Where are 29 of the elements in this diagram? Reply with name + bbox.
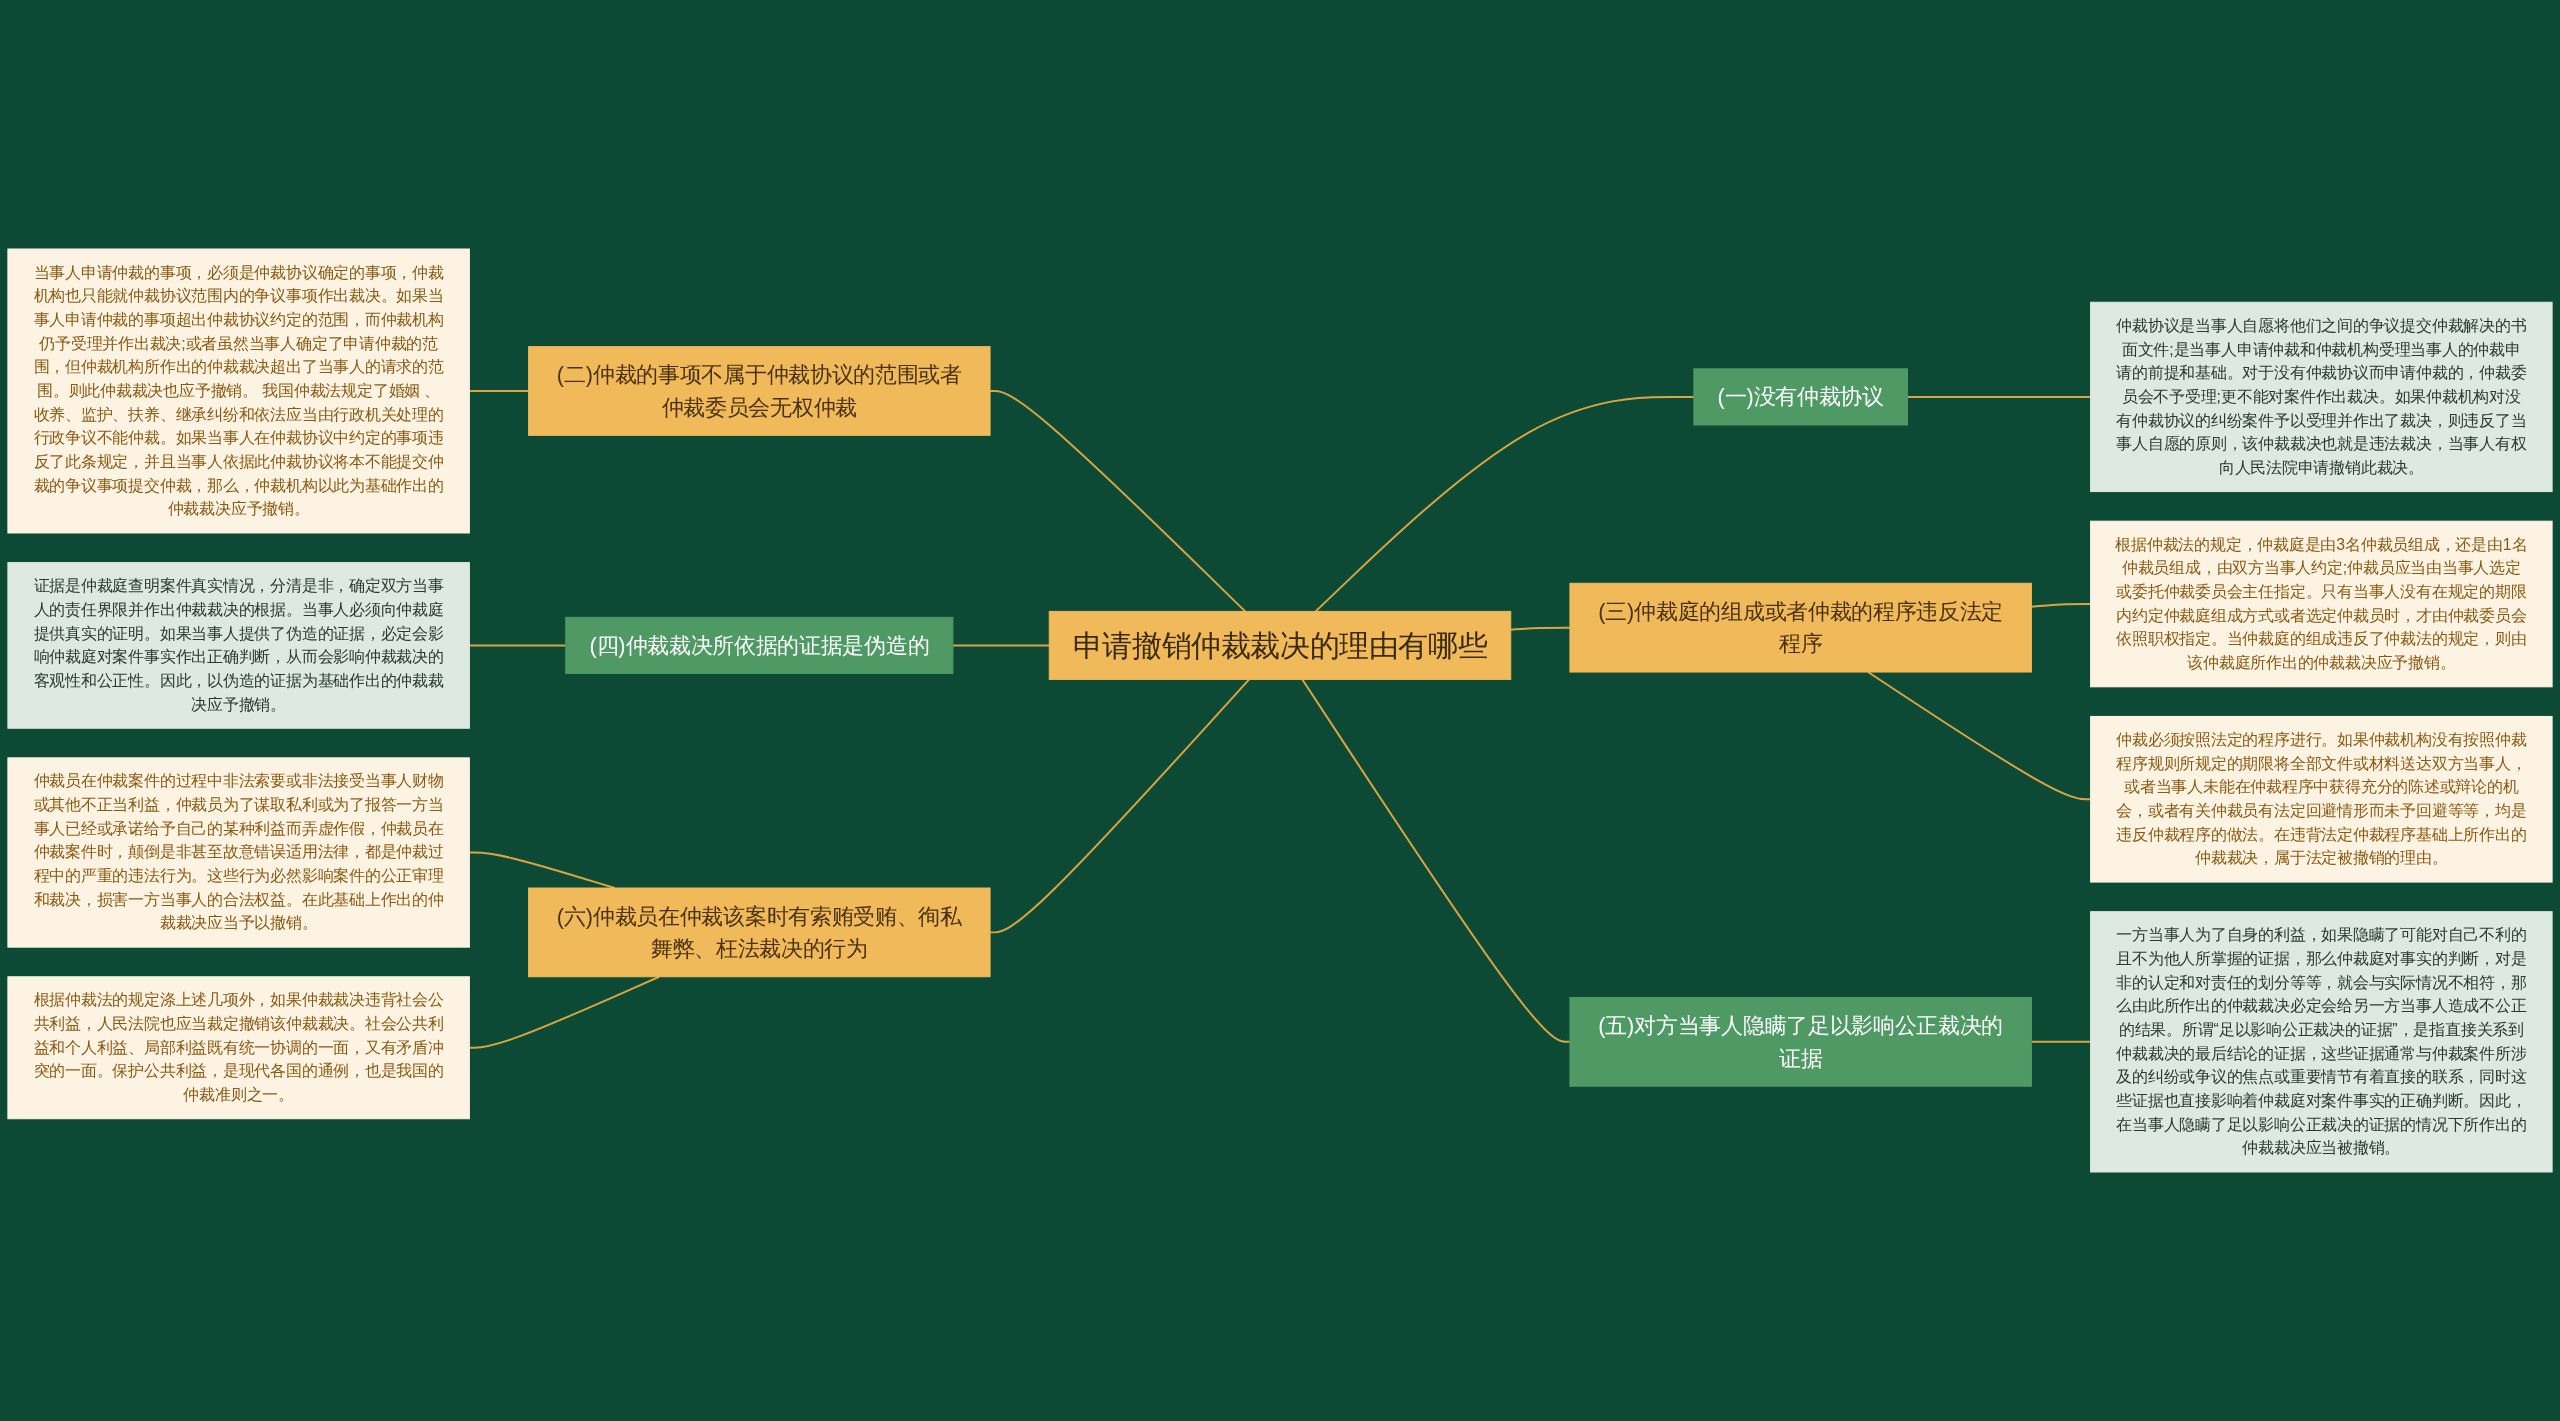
node-box: 仲裁员在仲裁案件的过程中非法索要或非法接受当事人财物或其他不正当利益，仲裁员为了谋取私利或为了报答一方当事人已经或承诺给予自己的某种利益而弄虚作假，仲裁员在仲裁案件时，颠倒是非甚至故意错误适用法律，都是仲裁过程中的严重的违法行为。这些行为必然影响案件的公正审理和裁决，损害一方当事人的合法权益。在此基础上作出的仲裁裁决应当予以撤销。	[7, 757, 470, 948]
node-box: 一方当事人为了自身的利益，如果隐瞒了可能对自己不利的且不为他人所掌握的证据，那么仲裁庭对事实的判断，对是非的认定和对责任的划分等等，就会与实际情况不相符，那么由此所作出的仲裁裁决必定会给另一方当事人造成不公正的结果。所谓“足以影响公正裁决的证据”，是指直接关系到仲裁裁决的最后结论的证据，这些证据通常与仲裁案件所涉及的纠纷或争议的焦点或重要情节有着直接的联系，同时这些证据也直接影响着仲裁庭对案件事实的正确判断。因此，在当事人隐瞒了足以影响公正裁决的证据的情况下所作出的仲裁裁决应当被撤销。	[2090, 911, 2553, 1173]
node-box: (六)仲裁员在仲裁该案时有索贿受贿、徇私舞弊、枉法裁决的行为	[528, 887, 991, 978]
connector	[1509, 626, 1571, 631]
node-box: (三)仲裁庭的组成或者仲裁的程序违反法定程序	[1569, 582, 2032, 673]
node-box: 根据仲裁法的规定涤上述几项外，如果仲裁裁决违背社会公共利益，人民法院也应当裁定撤销该仲裁裁决。社会公共利益和个人利益、局部利益既有统一协调的一面，又有矛盾冲突的一面。保护公共利益，是现代各国的通例，也是我国的仲裁准则之一。	[7, 976, 470, 1120]
connector	[2030, 603, 2092, 608]
connector	[989, 390, 1247, 613]
node-box: 申请撤销仲裁裁决的理由有哪些	[1048, 610, 1512, 680]
node-box: (二)仲裁的事项不属于仲裁协议的范围或者仲裁委员会无权仲裁	[528, 346, 991, 436]
connector	[1906, 395, 2092, 398]
connector	[1867, 671, 2092, 801]
connector	[468, 644, 567, 647]
connector	[951, 644, 1051, 647]
connector	[989, 678, 1251, 934]
node-box: 仲裁协议是当事人自愿将他们之间的争议提交仲裁解决的书面文件;是当事人申请仲裁和仲裁机构受理当事人的仲裁申请的前提和基础。对于没有仲裁协议而申请仲裁的，仲裁委员会不予受理;更不能对案件作出裁决。如果仲裁机构对没有仲裁协议的纠纷案件予以受理并作出了裁决，则违反了当事人自愿的原则，该仲裁裁决也就是违法裁决，当事人有权向人民法院申请撤销此裁决。	[2090, 301, 2553, 493]
connector	[468, 975, 661, 1049]
connector	[1314, 395, 1695, 613]
node-box: 证据是仲裁庭查明案件真实情况，分清是非，确定双方当事人的责任界限并作出仲裁裁决的根据。当事人必须向仲裁庭提供真实的证明。如果当事人提供了伪造的证据，必定会影响仲裁庭对案件事实作出正确判断，从而会影响仲裁裁决的客观性和公正性。因此，以伪造的证据为基础作出的仲裁裁决应予撤销。	[7, 562, 470, 729]
connector	[468, 851, 616, 889]
connector	[468, 390, 530, 392]
node-box: (五)对方当事人隐瞒了足以影响公正裁决的证据	[1569, 996, 2032, 1087]
node-box: 仲裁必须按照法定的程序进行。如果仲裁机构没有按照仲裁程序规则所规定的期限将全部文件或材料送达双方当事人，或者当事人未能在仲裁程序中获得充分的陈述或辩论的机会，或者有关仲裁员有法定回避情形而未予回避等等，均是违反仲裁程序的做法。在违背法定仲裁程序基础上所作出的仲裁裁决，属于法定被撤销的理由。	[2090, 715, 2553, 883]
node-box: (四)仲裁裁决所依据的证据是伪造的	[565, 616, 954, 674]
node-box: (一)没有仲裁协议	[1693, 368, 1908, 426]
connector	[1301, 678, 1571, 1043]
connector	[2030, 1040, 2092, 1043]
node-box: 根据仲裁法的规定，仲裁庭是由3名仲裁员组成，还是由1名仲裁员组成，由双方当事人约定;仲裁员应当由当事人选定或委托仲裁委员会主任指定。只有当事人没有在规定的期限内约定仲裁庭组成方式或者选定仲裁员时，才由仲裁委员会依照职权指定。当仲裁庭的组成违反了仲裁法的规定，则由该仲裁庭所作出的仲裁裁决应予撤销。	[2090, 520, 2553, 688]
node-box: 当事人申请仲裁的事项，必须是仲裁协议确定的事项，仲裁机构也只能就仲裁协议范围内的争议事项作出裁决。如果当事人申请仲裁的事项超出仲裁协议约定的范围，而仲裁机构仍予受理并作出裁决;或者虽然当事人确定了申请仲裁的范围，但仲裁机构所作出的仲裁裁决超出了当事人的请求的范围。则此仲裁裁决也应予撤销。 我国仲裁法规定了婚姻 、收养、监护、扶养、继承纠纷和依法应当由行政机关处理的行政争议不能仲裁。如果当事人在仲裁协议中约定的事项违反了此条规定，并且当事人依据此仲裁协议将本不能提交仲裁的争议事项提交仲裁，那么，仲裁机构以此为基础作出的仲裁裁决应予撤销。	[7, 248, 470, 534]
